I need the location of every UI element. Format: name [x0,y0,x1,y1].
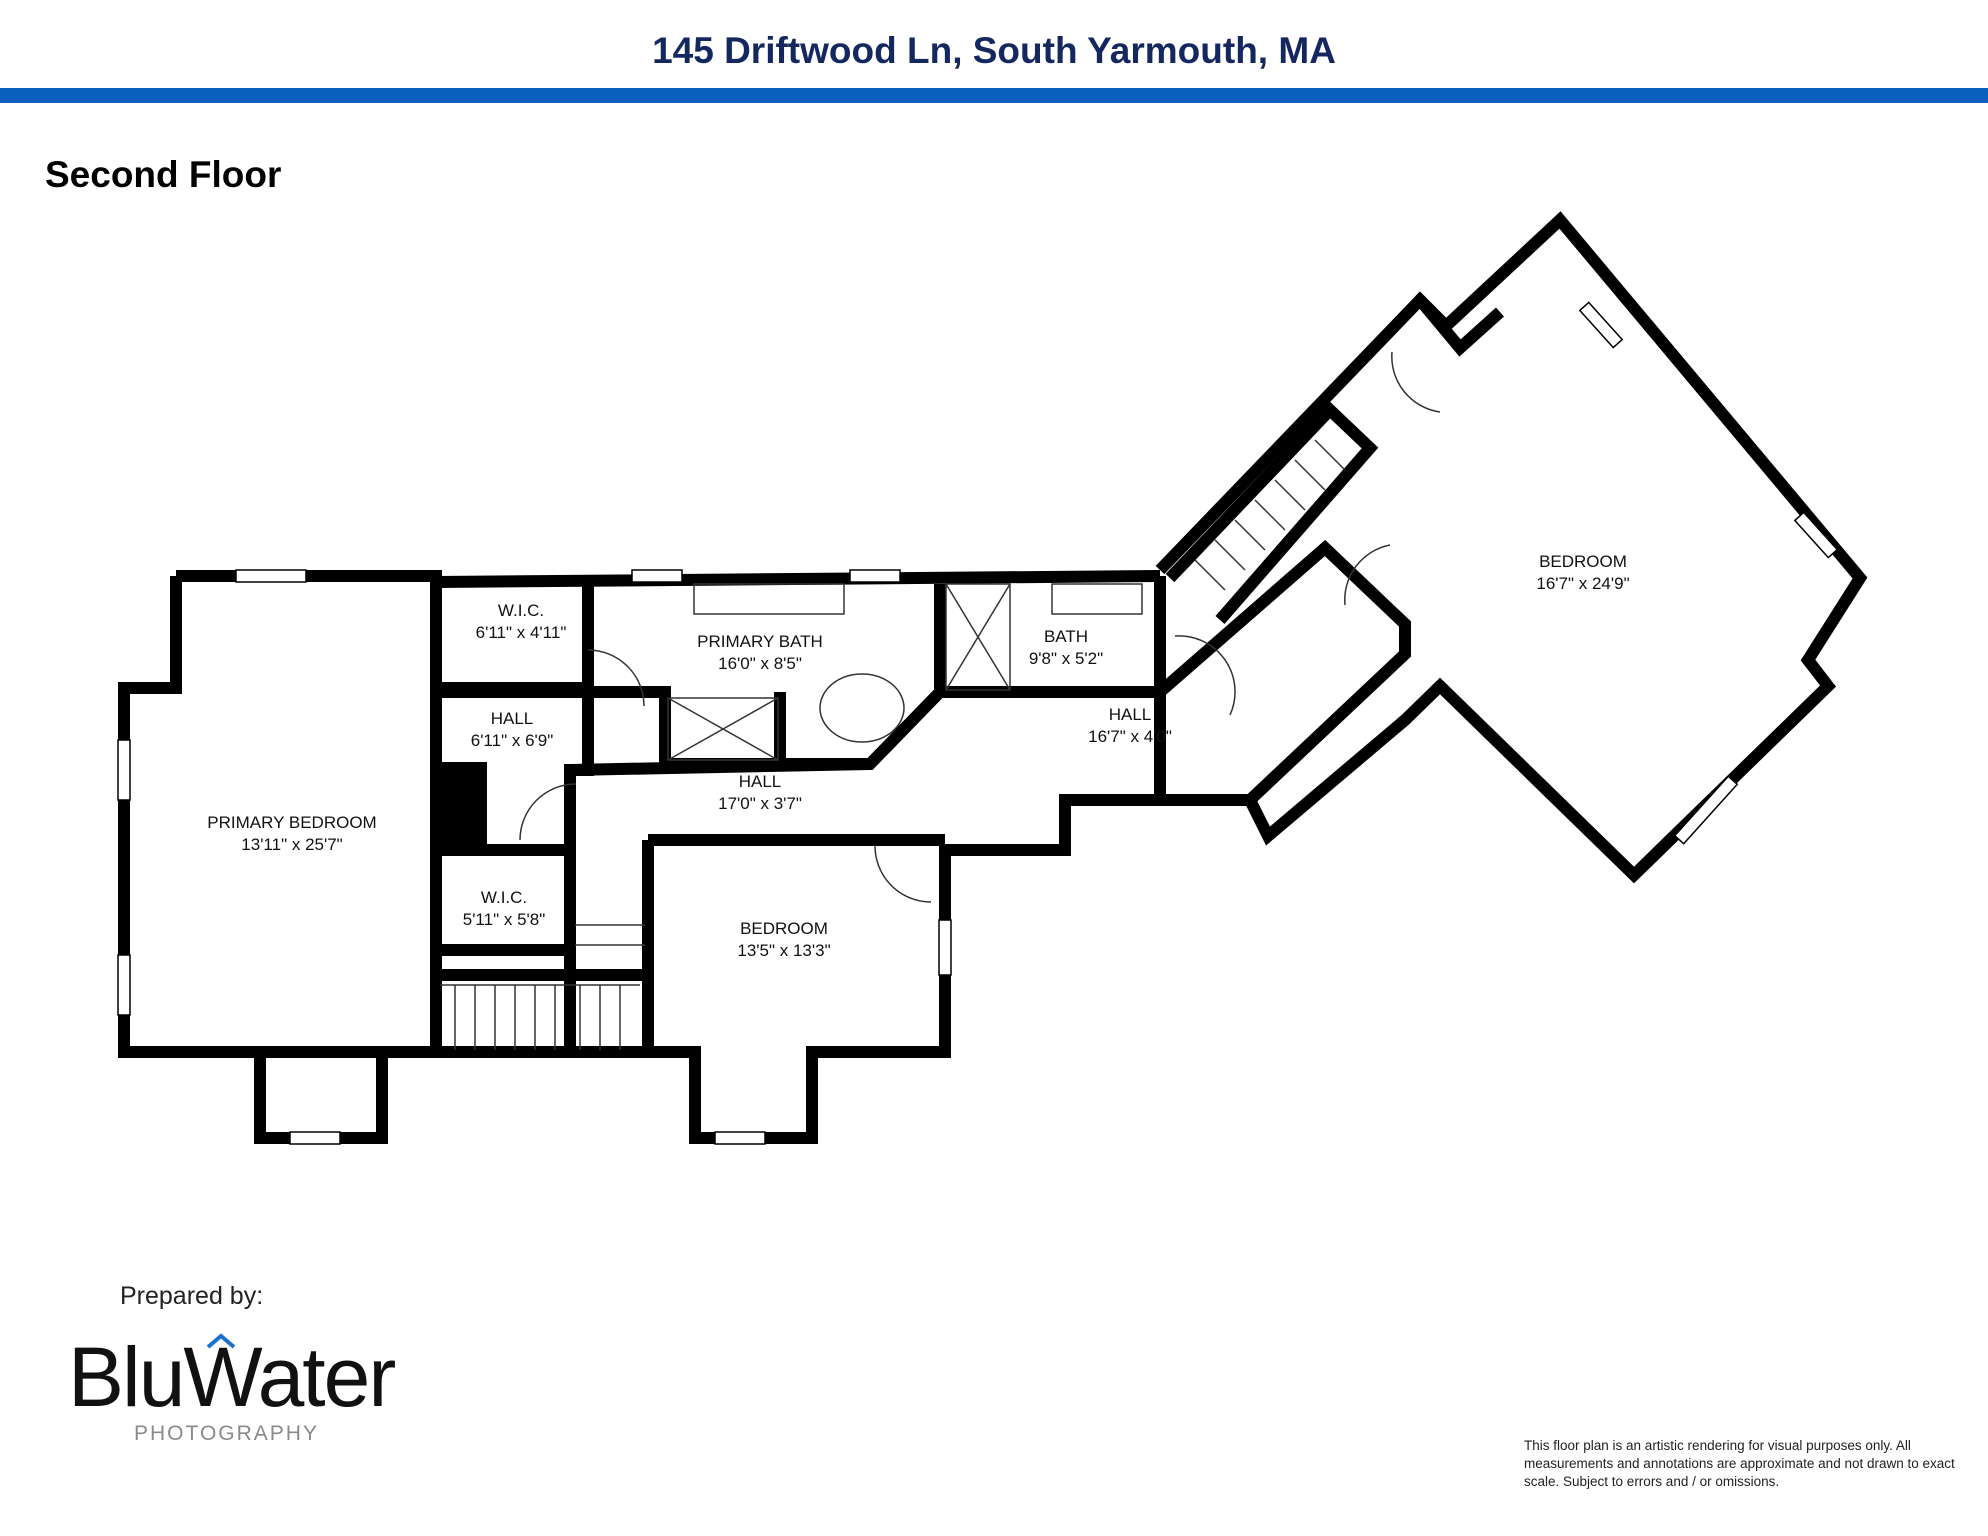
room-name-wic-2: W.I.C. [481,888,527,907]
room-name-primary-bedroom: PRIMARY BEDROOM [207,813,376,832]
logo-wordmark: BluWater [68,1330,396,1424]
wall-wic-2 [436,844,570,956]
stairs-lower [440,924,645,1050]
wall-closet [1415,296,1505,357]
wall-north-middle [435,570,1161,588]
stairs-upper [1194,439,1346,591]
prepared-by-label: Prepared by: [120,1282,264,1310]
room-dims-wic-1: 6'11" x 4'11" [476,623,567,642]
room-dims-bedroom-2: 16'7" x 24'9" [1536,574,1629,593]
room-dims-wic-2: 5'11" x 5'8" [463,910,546,929]
wall-stair-top [1165,401,1379,624]
wall-primary-bedroom [118,576,388,1144]
property-address: 145 Driftwood Ln, South Yarmouth, MA [652,30,1336,71]
wall-hall-17 [569,758,945,1050]
wall-right-bedroom [1155,211,1868,884]
room-name-hall-1: HALL [491,709,534,728]
room-dims-bedroom-1: 13'5" x 13'3" [737,941,830,960]
room-dims-primary-bath: 16'0" x 8'5" [718,654,802,673]
room-dims-hall-2: 17'0" x 3'7" [718,794,802,813]
fixtures [519,351,1441,903]
chimney-block [432,762,487,846]
wall-primary-bath [588,686,1160,770]
floor-title: Second Floor [45,154,282,195]
room-name-hall-3: HALL [1109,705,1152,724]
wall-hall-16 [1154,539,1411,806]
room-dims-primary-bedroom: 13'11" x 25'7" [241,835,342,854]
room-name-wic-1: W.I.C. [498,601,544,620]
room-name-primary-bath: PRIMARY BATH [697,632,823,651]
room-dims-hall-1: 6'11" x 6'9" [471,731,554,750]
disclaimer-text: This floor plan is an artistic rendering… [1524,1438,1955,1489]
room-name-bath: BATH [1044,627,1088,646]
wall-south [382,794,1250,1144]
room-dims-hall-3: 16'7" x 4'0" [1088,727,1172,746]
logo-subtitle: PHOTOGRAPHY [134,1422,319,1445]
room-dims-bath: 9'8" x 5'2" [1029,649,1103,668]
windows [117,301,1839,1145]
room-name-bedroom-1: BEDROOM [740,919,828,938]
bluwater-logo: BluWater PHOTOGRAPHY [68,1333,396,1447]
room-name-bedroom-2: BEDROOM [1539,552,1627,571]
header-divider [0,88,1988,103]
room-name-hall-2: HALL [739,772,782,791]
wall-bath-box [934,576,1166,692]
logo-roof-icon [206,1333,236,1349]
